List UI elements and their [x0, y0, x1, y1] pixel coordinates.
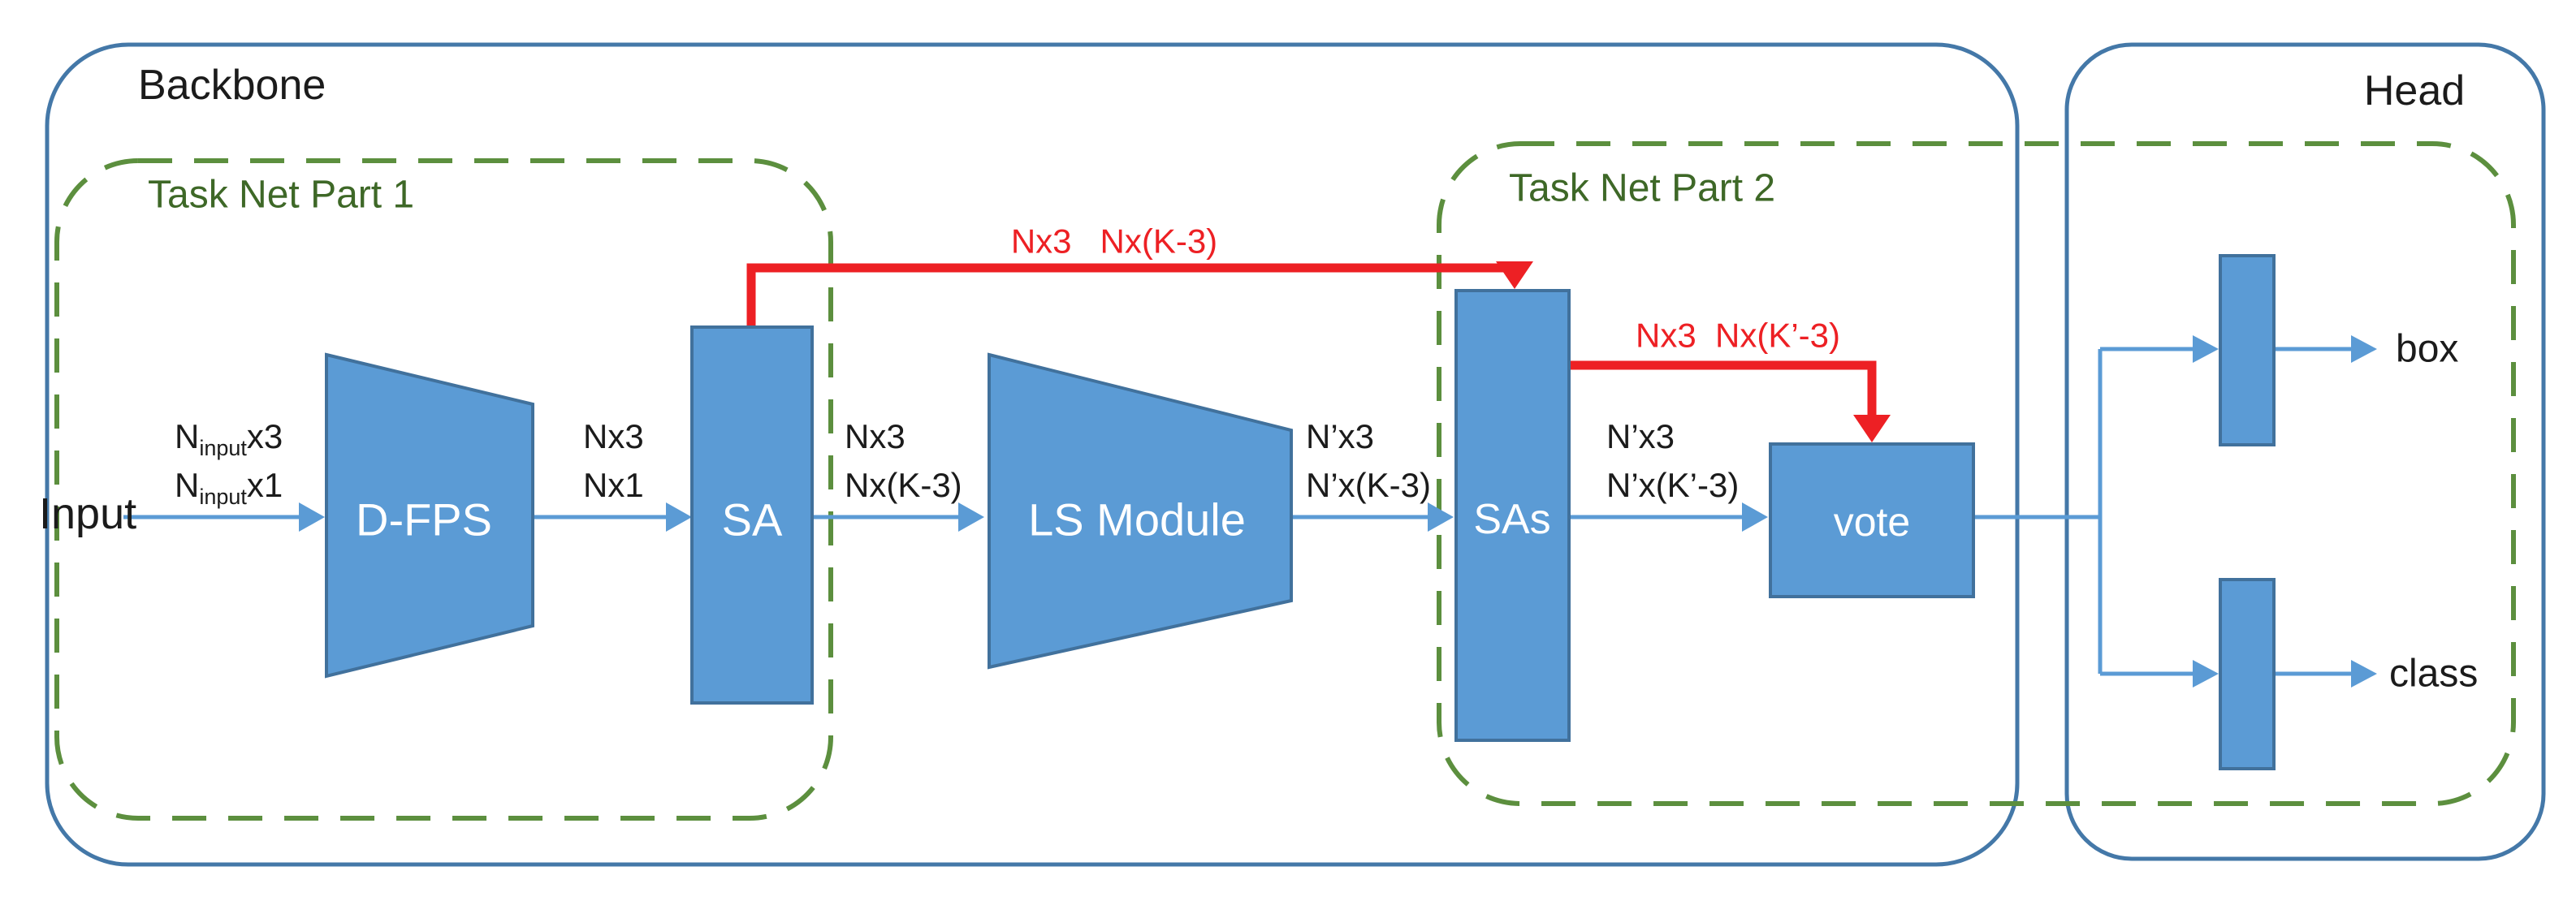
dfps-trapezoid	[325, 352, 534, 679]
sa-block	[690, 325, 814, 705]
ls-out-line2: N’x(K-3)	[1306, 466, 1431, 504]
vote-block	[1769, 442, 1975, 598]
head-label: Head	[2364, 67, 2465, 114]
input-dims-line1: Ninputx3	[175, 417, 283, 460]
input-dims-line1-sub: input	[199, 436, 247, 460]
arrowhead-box-out	[2351, 335, 2377, 363]
sa-out-line1: Nx3	[845, 417, 905, 455]
backbone-label: Backbone	[138, 62, 326, 109]
skip1-dims-label: Nx3 Nx(K-3)	[1011, 222, 1217, 261]
input-dims-line1-suffix: x3	[247, 417, 283, 455]
backbone-box	[45, 42, 2020, 867]
arrowhead-branch-class	[2193, 660, 2219, 688]
task-net-part-2-label: Task Net Part 2	[1509, 167, 1775, 210]
input-dims-line2-suffix: x1	[247, 466, 283, 504]
sa-out-dims-label: Nx3 Nx(K-3)	[845, 417, 962, 504]
input-dims-line2-base: N	[175, 466, 199, 504]
arrowhead-branch-box	[2193, 335, 2219, 363]
arrowhead-ls-sas	[1428, 502, 1454, 532]
skip-connection-2-line	[1569, 360, 1877, 426]
arrowhead-dfps-sa	[666, 502, 692, 532]
input-dims-label: Ninputx3 Ninputx1	[175, 417, 283, 509]
skip-connection-2-arrowhead	[1853, 415, 1891, 442]
head-class-branch-block	[2219, 578, 2276, 770]
dfps-out-line2: Nx1	[583, 466, 644, 504]
dfps-out-line1: Nx3	[583, 417, 644, 455]
input-dims-line2-sub: input	[199, 485, 247, 509]
ls-out-line1: N’x3	[1306, 417, 1374, 455]
dfps-out-dims-label: Nx3 Nx1	[583, 417, 644, 504]
flow-arrowheads	[299, 335, 2377, 688]
box-output-label: box	[2396, 328, 2458, 371]
skip2-dims-label: Nx3 Nx(K’-3)	[1636, 317, 1840, 355]
head-box	[2064, 42, 2546, 861]
ls-out-dims-label: N’x3 N’x(K-3)	[1306, 417, 1431, 504]
arrowhead-sa-ls	[958, 502, 984, 532]
sas-block	[1454, 289, 1571, 742]
ls-module-label: LS Module	[1028, 494, 1246, 545]
sa-out-line2: Nx(K-3)	[845, 466, 962, 504]
arrowhead-sas-vote	[1742, 502, 1768, 532]
task-net-part-1-label: Task Net Part 1	[148, 174, 414, 217]
vote-label: vote	[1834, 499, 1911, 545]
sas-out-dims-label: N’x3 N’x(K’-3)	[1606, 417, 1739, 504]
ls-module-trapezoid	[988, 352, 1293, 670]
arrowhead-input-dfps	[299, 502, 325, 532]
sas-label: SAs	[1473, 496, 1550, 543]
input-label: Input	[39, 489, 136, 538]
sa-label: SA	[722, 494, 783, 545]
skip-connection-1-arrowhead	[1496, 261, 1533, 289]
task-net-part-1-box	[54, 158, 833, 821]
flow-lines	[123, 347, 2353, 676]
input-dims-line1-base: N	[175, 417, 199, 455]
class-output-label: class	[2389, 653, 2478, 696]
input-dims-line2: Ninputx1	[175, 466, 283, 509]
dfps-label: D-FPS	[356, 494, 492, 545]
arrowhead-class-out	[2351, 660, 2377, 688]
sas-out-line1: N’x3	[1606, 417, 1675, 455]
sas-out-line2: N’x(K’-3)	[1606, 466, 1739, 504]
task-net-part-2-box	[1437, 141, 2516, 806]
head-box-branch-block	[2219, 254, 2276, 446]
